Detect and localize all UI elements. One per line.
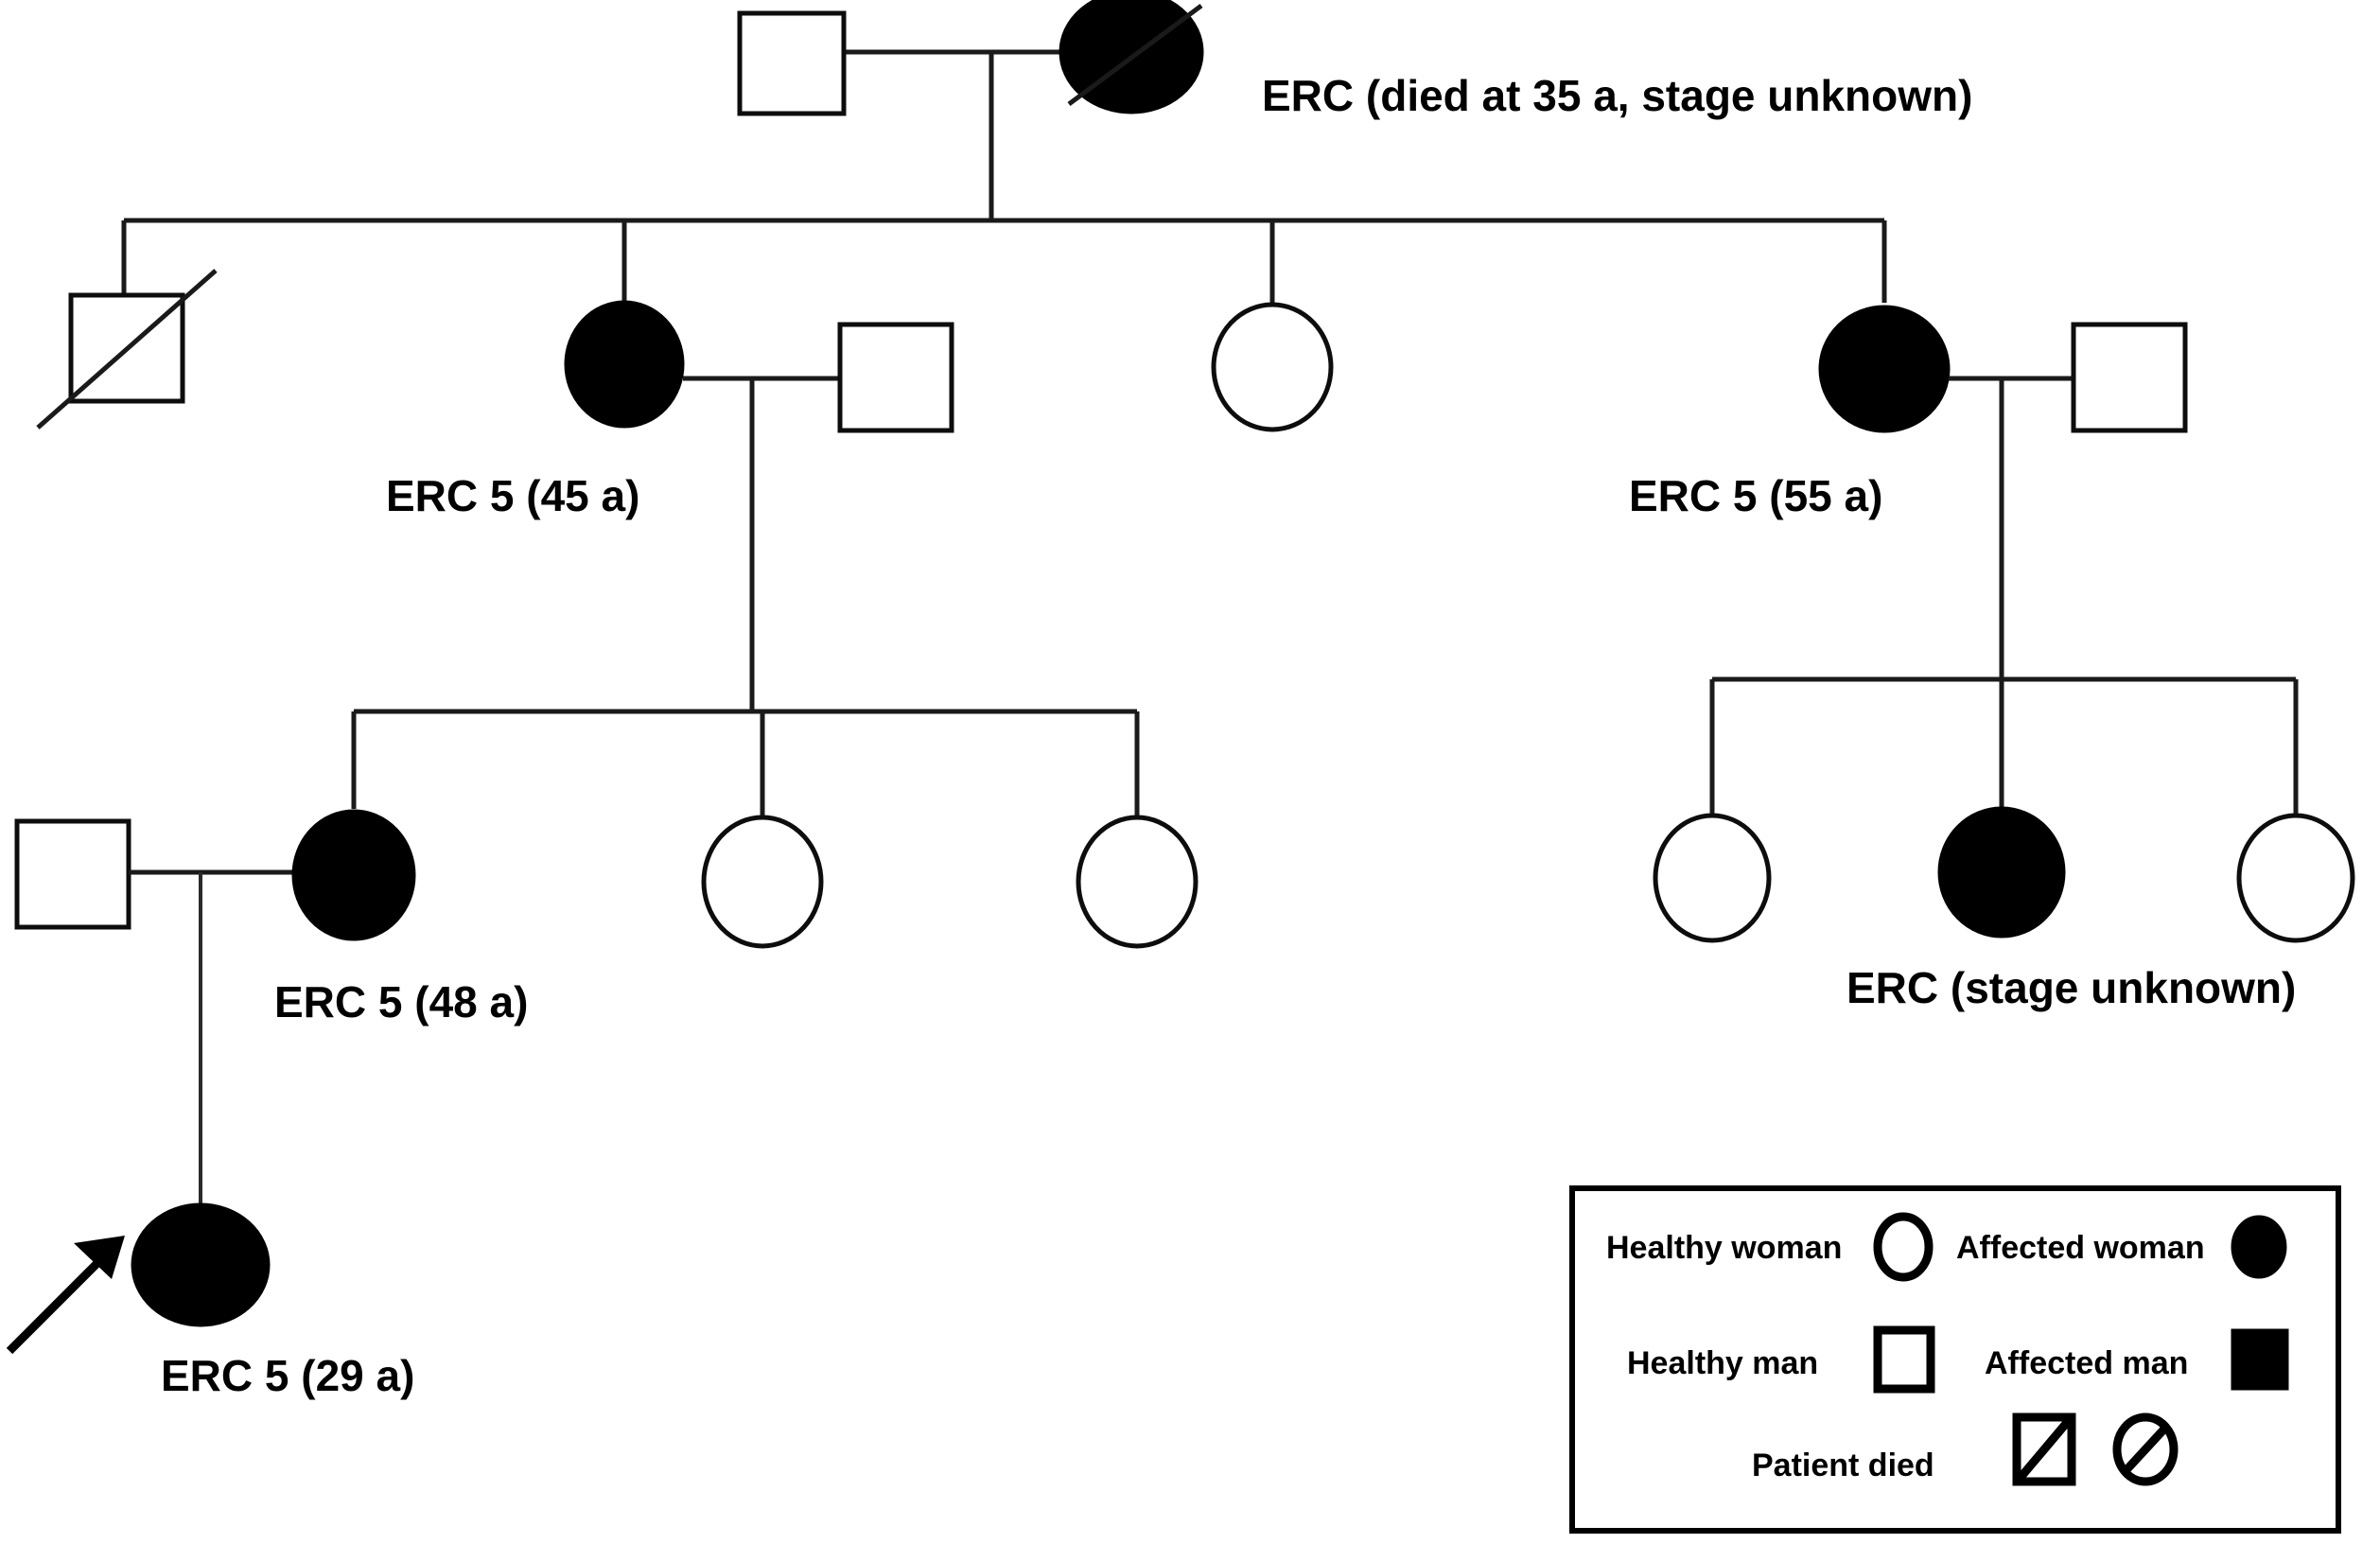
sibship-group-generation-2 [121,218,1887,303]
label-proband: ERC 5 (29 a) [161,1351,414,1400]
deceased-slash-II-1 [36,269,218,430]
legend-label-healthy-woman: Healthy woman [1606,1230,1842,1266]
symbol-female-healthy-III-3[interactable] [701,815,824,949]
symbol-female-affected-proband[interactable] [131,1202,271,1327]
symbol-female-healthy-III-5[interactable] [1653,813,1772,943]
deceased-slash-I-2 [1067,3,1203,107]
symbol-male-healthy-II-3[interactable] [837,322,954,433]
symbol-female-affected-III-6[interactable] [1937,806,2066,939]
sibship-group-generation-3-right [1709,676,2299,816]
symbol-male-healthy-I-1[interactable] [737,10,847,116]
open-circle-icon [1873,1212,1934,1282]
sibship-group-generation-3-left [351,709,1140,818]
proband-arrow-head [74,1236,125,1279]
legend-box-group: Healthy woman Affected woman Healthy man… [1569,1185,2341,1534]
legend-label-affected-woman: Affected woman [1956,1230,2205,1266]
symbol-female-affected-III-2[interactable] [291,809,416,941]
legend-label-patient-died: Patient died [1752,1448,1934,1483]
generation-3-group: ERC 5 (48 a) ERC (stage unknown) [14,806,2355,1209]
legend-container [1569,1185,2341,1534]
legend-label-affected-man: Affected man [1985,1345,2188,1381]
symbol-female-healthy-II-4[interactable] [1211,302,1334,432]
label-gen2-daughter-right: ERC 5 (55 a) [1629,471,1882,520]
generation-2-group: ERC 5 (45 a) ERC 5 (55 a) [36,269,2188,711]
label-gen3-daughter-left: ERC 5 (48 a) [274,977,528,1026]
filled-circle-icon [2231,1215,2287,1279]
label-gen3-daughter-right: ERC (stage unknown) [1846,963,2296,1012]
generation-1-group: ERC (died at 35 a, stage unknown) [737,0,1972,219]
slashed-circle-icon [2112,1412,2179,1486]
symbol-female-healthy-III-7[interactable] [2236,813,2355,943]
legend-label-healthy-man: Healthy man [1627,1345,1818,1381]
symbol-male-healthy-II-6[interactable] [2071,322,2188,433]
label-gen2-daughter-left: ERC 5 (45 a) [386,471,639,520]
generation-4-group: ERC 5 (29 a) [6,1202,414,1400]
symbol-female-healthy-III-4[interactable] [1076,815,1199,949]
filled-square-icon [2231,1328,2289,1391]
label-founder-mother: ERC (died at 35 a, stage unknown) [1262,71,1972,120]
symbol-female-affected-II-2[interactable] [564,300,685,429]
symbol-female-affected-II-5[interactable] [1818,305,1951,433]
open-square-icon [1873,1325,1935,1394]
slashed-square-icon [2012,1412,2076,1486]
symbol-male-healthy-III-1[interactable] [14,818,131,930]
